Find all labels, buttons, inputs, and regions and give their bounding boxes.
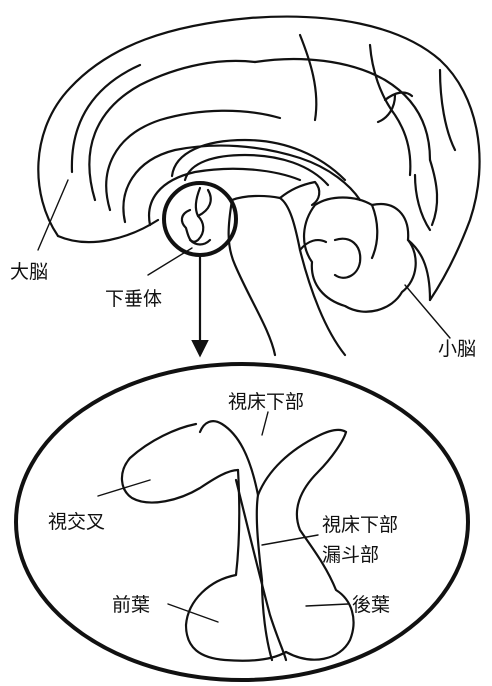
pituitary-region — [182, 188, 211, 245]
label-hypothalamus: 視床下部 — [228, 393, 304, 412]
leader-anterior-lobe — [168, 604, 218, 622]
label-cerebellum: 小脳 — [438, 340, 476, 359]
leader-posterior-lobe — [306, 604, 348, 606]
label-cerebrum: 大脳 — [10, 263, 48, 282]
leader-pituitary — [148, 248, 192, 275]
brain-outline — [38, 17, 479, 300]
label-posterior-lobe: 後葉 — [352, 596, 390, 615]
label-optic-chiasm: 視交叉 — [48, 513, 105, 532]
leader-cerebrum — [38, 180, 68, 250]
corpus-callosum — [172, 140, 345, 185]
cerebrum-gyri — [72, 35, 455, 230]
leader-hypothalamus — [262, 412, 268, 435]
label-pituitary: 下垂体 — [105, 290, 162, 309]
brainstem — [229, 182, 345, 355]
cerebellum — [304, 198, 430, 312]
label-anterior-lobe: 前葉 — [112, 596, 150, 615]
label-infundibulum-line2: 漏斗部 — [322, 546, 379, 565]
leader-optic-chiasm — [98, 480, 150, 496]
leader-cerebellum — [405, 285, 450, 338]
label-infundibulum-line1: 視床下部 — [322, 516, 398, 535]
optic-chiasm-shape — [122, 424, 238, 503]
